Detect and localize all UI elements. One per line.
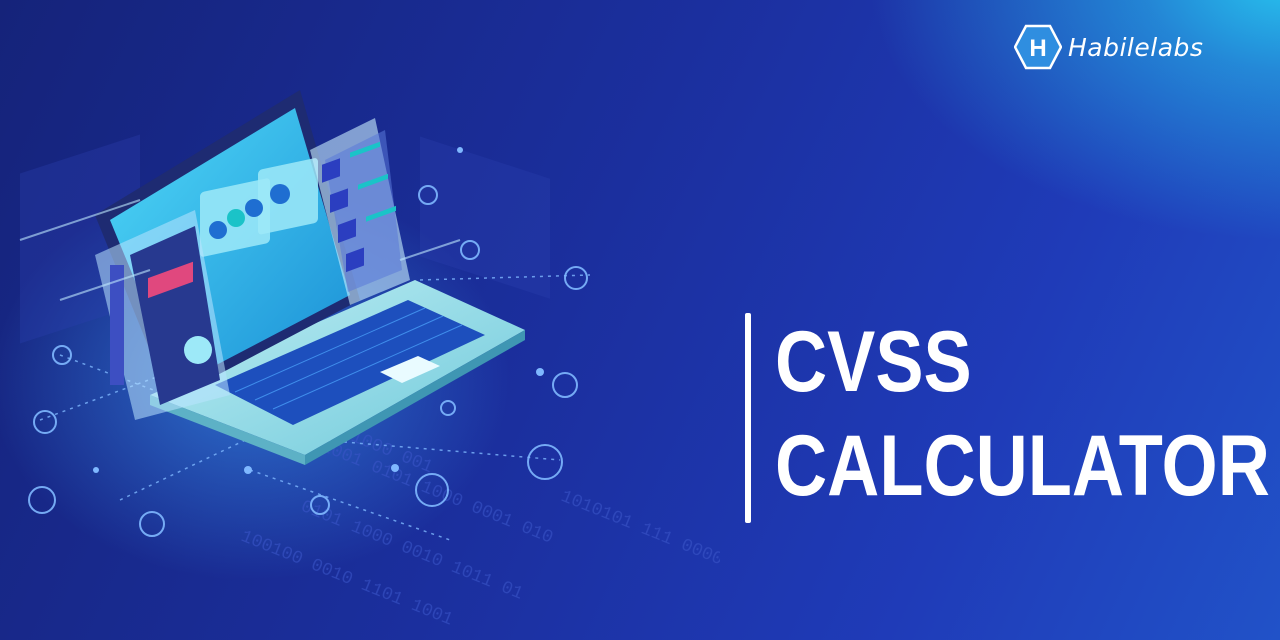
laptop-illustration: 0101 1000 001 1001 0101 1000 0001 010 10… (0, 90, 720, 631)
page-title: CVSS CALCULATOR (775, 310, 1270, 518)
brand-logo[interactable]: H Habilelabs (1014, 24, 1203, 70)
gear-icon (28, 486, 56, 514)
node-icon (440, 400, 456, 416)
node-icon (310, 495, 330, 515)
node-icon (52, 345, 72, 365)
svg-text:H: H (1029, 35, 1046, 62)
title-line-2: CALCULATOR (775, 418, 1270, 514)
gear-icon (552, 372, 578, 398)
node-icon (527, 444, 563, 480)
hexagon-logo-icon: H (1014, 24, 1062, 70)
at-sign-icon (415, 473, 449, 507)
title-line-1: CVSS (775, 314, 972, 410)
node-icon (564, 266, 588, 290)
binary-line: 1010101 111 0000 (558, 487, 720, 570)
node-icon (33, 410, 57, 434)
node-icon (418, 185, 438, 205)
title-divider (745, 313, 751, 523)
share-icon (139, 511, 165, 537)
node-icon (460, 240, 480, 260)
brand-name: Habilelabs (1068, 32, 1204, 62)
